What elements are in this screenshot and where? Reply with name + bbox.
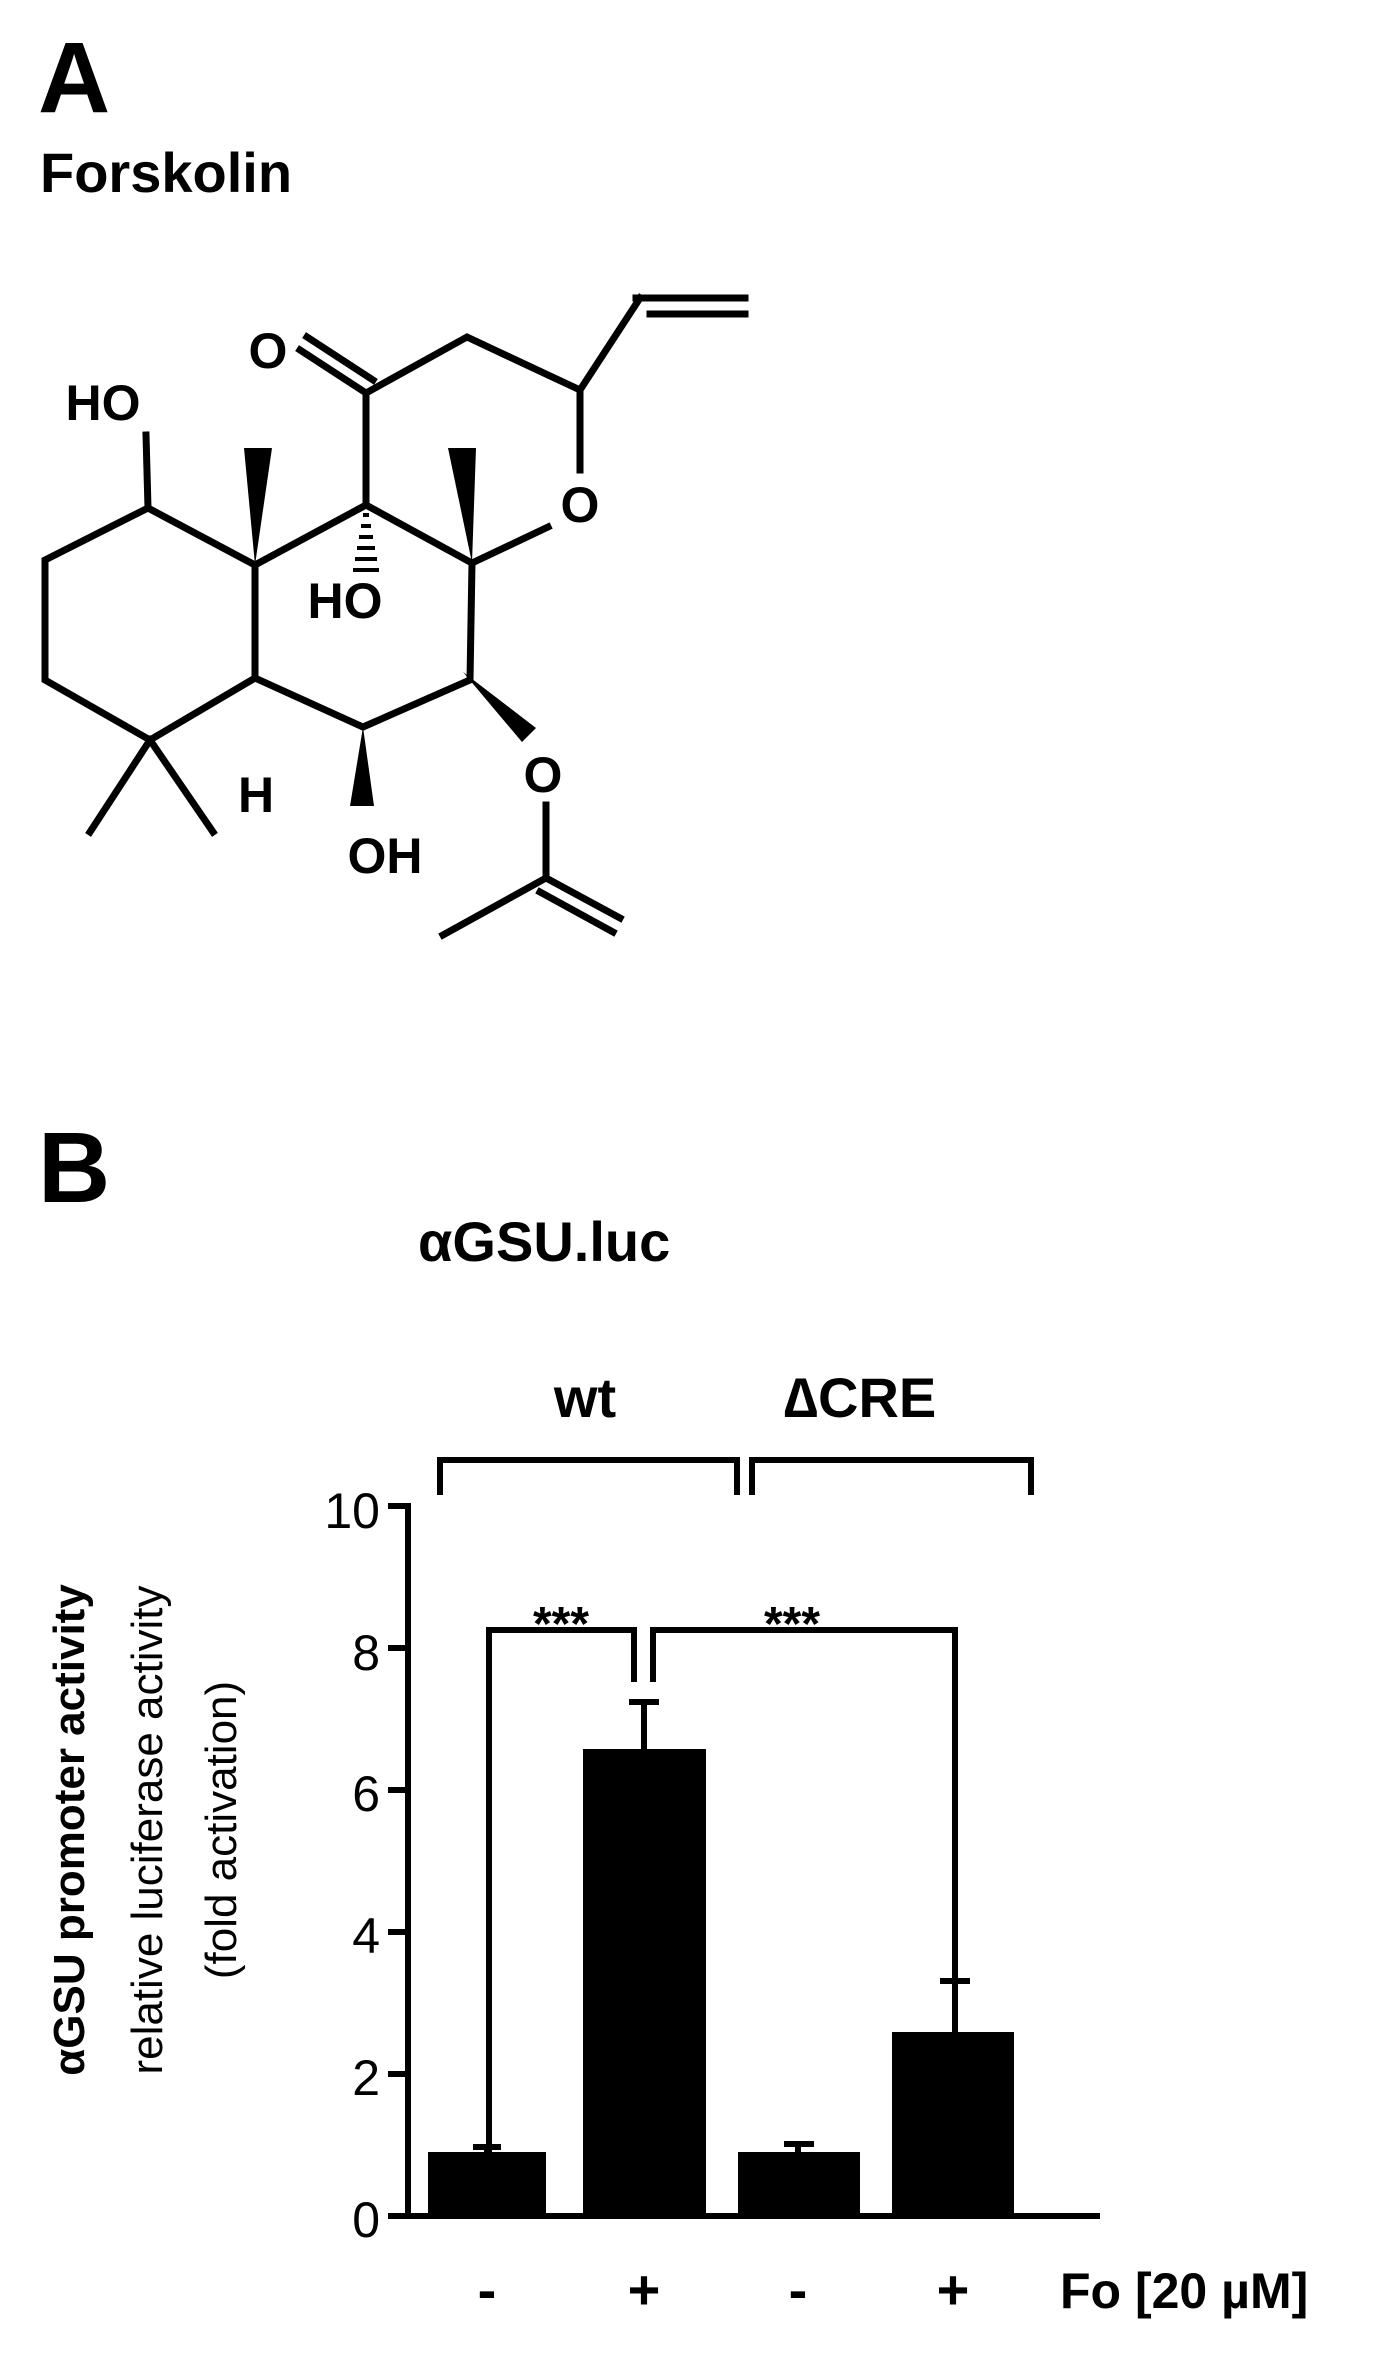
c1-oh-bond: [142, 431, 152, 512]
label-ring-o: O: [561, 477, 600, 533]
label-ester-o: O: [524, 747, 563, 803]
label-ho-c1: HO: [66, 375, 141, 431]
y-tick-4: 4: [352, 1908, 380, 1964]
forskolin-structure: HO O O HO H OH O: [41, 293, 749, 940]
bar-dcre-minus: [738, 2152, 860, 2216]
y-tick-2: 2: [352, 2050, 380, 2106]
c10-methyl-wedge: [244, 448, 272, 565]
sig-bracket-2: [650, 1627, 958, 1992]
label-ho-c9: HO: [308, 573, 383, 629]
ring-c-bonds: [361, 333, 584, 474]
y-tick-6: 6: [352, 1766, 380, 1822]
y-tick-8: 8: [352, 1625, 380, 1681]
group-label-dcre: ∆CRE: [783, 1366, 937, 1429]
chart-title: αGSU.luc: [418, 1210, 671, 1273]
label-h-c5: H: [238, 767, 274, 823]
c6-oh-wedge: [350, 727, 374, 806]
c4-methyl-2: [145, 735, 218, 837]
x-treatment-label: Fo [20 µM]: [1060, 2263, 1309, 2319]
sig-bracket-1: [486, 1627, 637, 2180]
x-sign-4: +: [936, 2258, 970, 2321]
sig-label-1: ***: [533, 1598, 589, 1651]
sig-label-2: ***: [764, 1598, 820, 1651]
group-label-wt: wt: [553, 1366, 617, 1429]
bar-dcre-plus: [892, 2032, 1014, 2216]
panel-a-title: Forskolin: [40, 141, 293, 204]
bracket-dcre: [749, 1457, 1034, 1495]
ring-b-bonds: [250, 501, 476, 731]
x-sign-1: -: [477, 2258, 497, 2321]
bar-wt-plus: [583, 1749, 706, 2216]
label-ketone-o: O: [249, 323, 288, 379]
y-tick-10: 10: [324, 1483, 380, 1539]
bar-wt-minus: [428, 2152, 546, 2216]
c7-o-wedge: [463, 672, 536, 742]
x-sign-2: +: [627, 2258, 661, 2321]
x-sign-3: -: [788, 2258, 808, 2321]
c9-oh-hashed-wedge: [353, 513, 379, 572]
panel-b-letter: B: [38, 1112, 111, 1224]
bracket-wt: [437, 1457, 740, 1495]
panel-a-letter: A: [38, 22, 111, 134]
c4-methyl-1: [85, 735, 155, 837]
y-tick-0: 0: [352, 2192, 380, 2248]
label-oh-c6: OH: [348, 828, 423, 884]
c8-methyl-wedge: [448, 448, 476, 563]
